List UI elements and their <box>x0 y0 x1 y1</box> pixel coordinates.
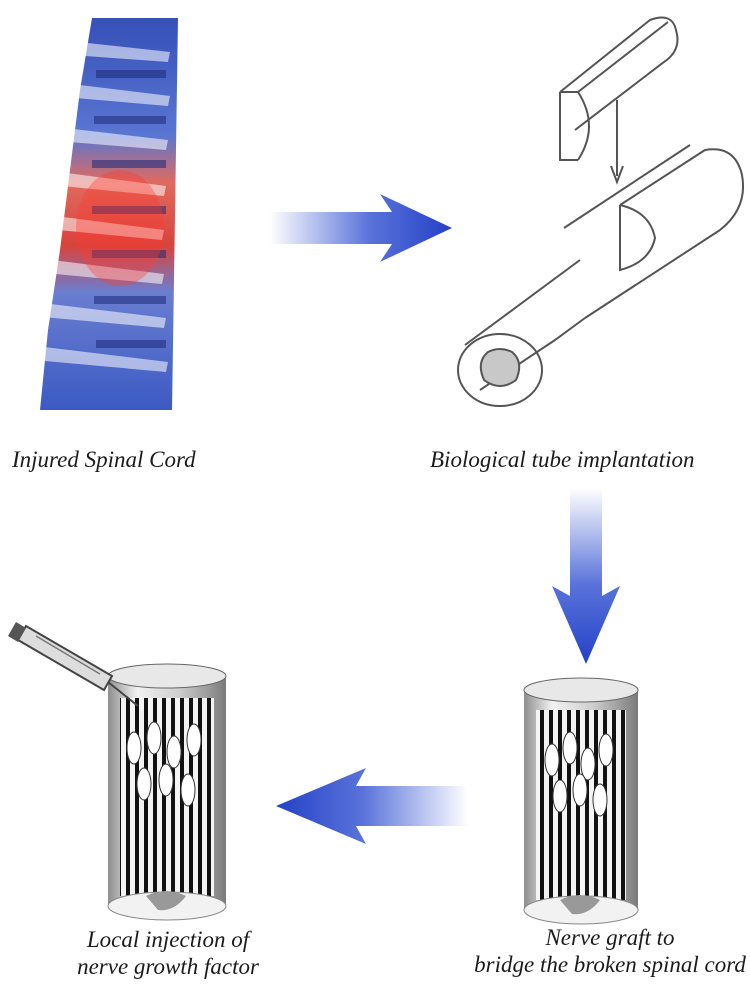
caption-injured-spinal-cord: Injured Spinal Cord <box>12 446 196 473</box>
biological-tube-illustration <box>458 18 743 406</box>
caption-line: Nerve graft to <box>470 924 750 951</box>
caption-local-injection: Local injection of nerve growth factor <box>68 926 268 980</box>
injured-spine-illustration <box>32 18 178 410</box>
caption-line: bridge the broken spinal cord <box>470 951 750 978</box>
nerve-graft-illustration <box>524 678 638 924</box>
nerve-growth-injection-illustration <box>8 622 226 920</box>
arrow-left <box>276 768 468 844</box>
caption-biological-tube-implantation: Biological tube implantation <box>430 446 694 473</box>
caption-nerve-graft: Nerve graft to bridge the broken spinal … <box>470 924 750 978</box>
caption-line: Local injection of <box>68 926 268 953</box>
caption-line: Biological tube implantation <box>430 446 694 473</box>
arrow-right <box>270 194 452 262</box>
caption-line: Injured Spinal Cord <box>12 446 196 473</box>
arrow-down <box>552 488 620 664</box>
caption-line: nerve growth factor <box>68 953 268 980</box>
